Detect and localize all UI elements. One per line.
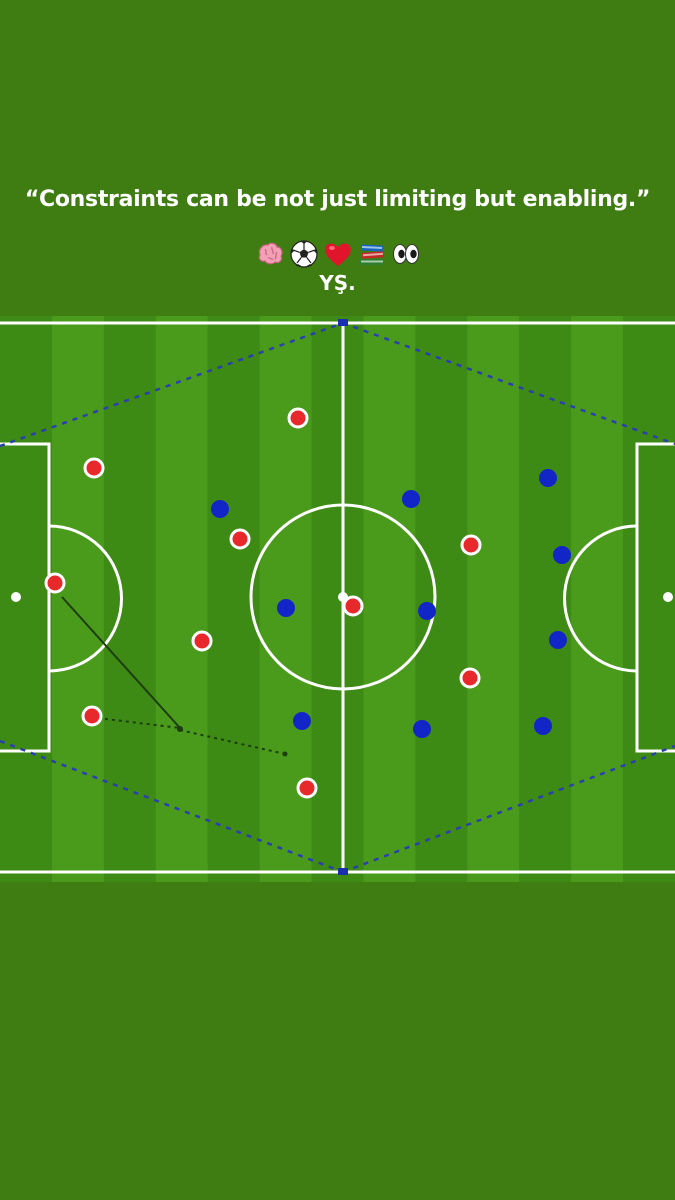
right-penalty-box (635, 442, 675, 753)
pitch-stripe (51, 316, 105, 882)
zone-marker-top (338, 319, 348, 326)
soccer-ball-icon (289, 240, 318, 268)
emoji-row (0, 238, 675, 270)
blue-player (418, 602, 436, 620)
right-penalty-spot (663, 592, 673, 602)
pass-arrow (61, 596, 181, 729)
pitch-stripe (363, 316, 416, 882)
signature-text: YŞ. (319, 271, 356, 295)
arrow-head (282, 751, 288, 757)
blue-player (277, 599, 295, 617)
eyes-icon (392, 244, 419, 264)
center-circle (249, 503, 437, 691)
pitch-stripe (103, 316, 157, 882)
blue-player (534, 717, 552, 735)
pitch-stripe (155, 316, 209, 882)
team-blue (211, 469, 571, 738)
left-penalty-spot (11, 592, 21, 602)
red-player (342, 595, 364, 617)
red-player (44, 572, 66, 594)
arrow-head (177, 726, 183, 732)
brain-icon (258, 242, 283, 265)
blue-player (211, 500, 229, 518)
quote-text: “Constraints can be not just limiting bu… (24, 187, 651, 212)
red-player (287, 407, 309, 429)
zone-boundary-right (342, 321, 675, 874)
right-penalty-arc (563, 524, 638, 673)
red-player (83, 457, 105, 479)
pitch-stripe (571, 316, 624, 882)
pitch-stripe (415, 316, 468, 882)
pitch-stripes (0, 316, 675, 882)
blue-player (293, 712, 311, 730)
football-pitch-diagram (0, 316, 675, 882)
zone-marker-bottom (338, 868, 348, 875)
blue-player (402, 490, 420, 508)
red-player (459, 667, 481, 689)
pitch-stripe (467, 316, 520, 882)
blue-player (549, 631, 567, 649)
blue-player (539, 469, 557, 487)
left-penalty-arc (48, 524, 123, 673)
team-red (44, 407, 482, 799)
heart-icon (324, 243, 351, 266)
blue-player (553, 546, 571, 564)
red-player (229, 528, 251, 550)
books-icon (359, 244, 384, 265)
pitch-stripe (0, 316, 53, 882)
red-player (81, 705, 103, 727)
story-caption: “Constraints can be not just limiting bu… (0, 182, 675, 296)
blue-player (413, 720, 431, 738)
red-player (191, 630, 213, 652)
red-player (296, 777, 318, 799)
red-player (460, 534, 482, 556)
